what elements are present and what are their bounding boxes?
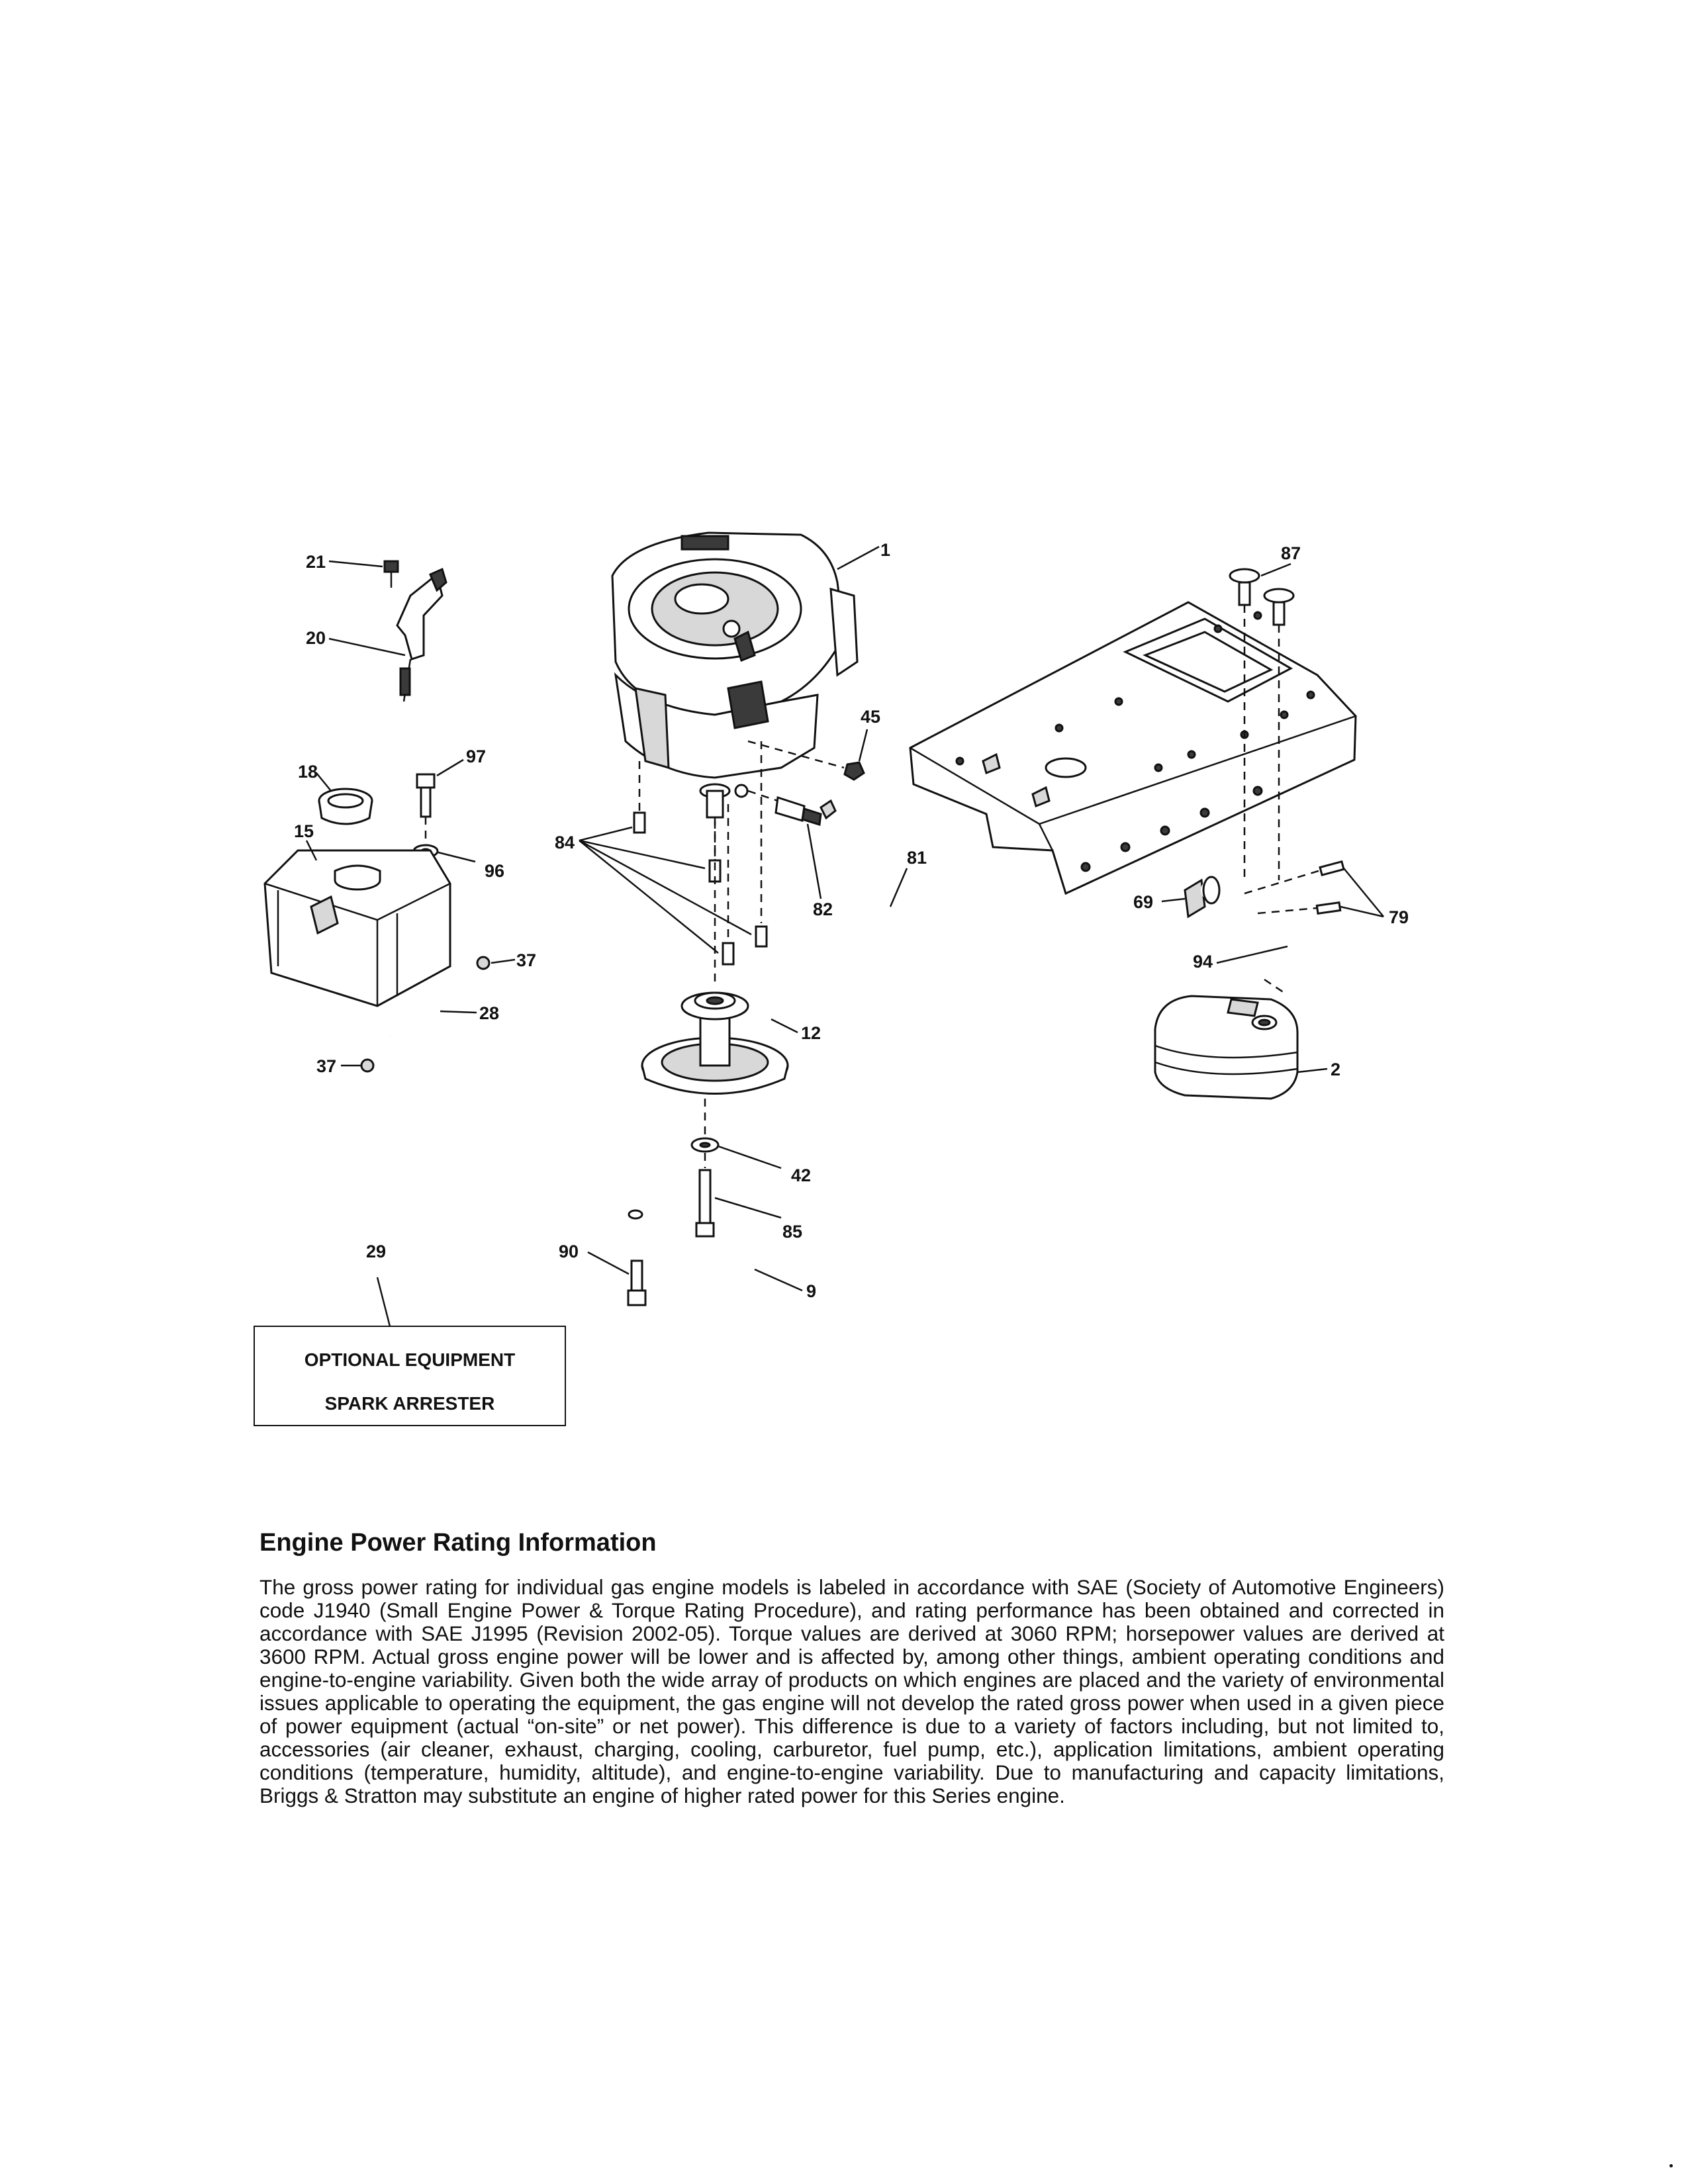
exhaust-screws-part	[1244, 860, 1345, 915]
callout-97: 97	[466, 747, 486, 766]
callout-85: 85	[782, 1222, 802, 1242]
callout-94: 94	[1193, 952, 1213, 972]
callout-37-bottom: 37	[316, 1056, 336, 1076]
engine-part	[611, 531, 859, 819]
callout-69: 69	[1133, 892, 1153, 912]
oil-drain-hose-part	[823, 826, 895, 931]
scan-speck	[1669, 2164, 1673, 2167]
nut-part	[747, 740, 865, 781]
callout-29: 29	[366, 1242, 386, 1261]
washer-part	[690, 1099, 720, 1153]
muffler-part	[1154, 978, 1299, 1100]
callout-21: 21	[306, 552, 326, 572]
callout-12: 12	[801, 1023, 821, 1043]
gas-cap-part	[318, 788, 373, 825]
callout-87: 87	[1281, 543, 1301, 563]
callout-42: 42	[791, 1165, 811, 1185]
exhaust-pipe-part	[1201, 876, 1318, 990]
engine-parts-diagram: 21 20 18 97 96 15 37 28 37 1 45 84 81 82…	[263, 531, 1409, 1330]
oil-drain-fitting-part	[747, 790, 837, 826]
bracket-part	[628, 1209, 757, 1283]
callout-2: 2	[1331, 1060, 1340, 1079]
engine-power-rating-section: Engine Power Rating Information The gros…	[259, 1529, 1444, 1807]
callout-9: 9	[806, 1281, 816, 1301]
callout-96: 96	[485, 861, 504, 881]
chassis-frame-part	[909, 601, 1357, 895]
optional-equipment-box: OPTIONAL EQUIPMENT SPARK ARRESTER	[254, 1326, 566, 1426]
frame-knobs-part	[1229, 568, 1295, 880]
callout-90: 90	[559, 1242, 579, 1261]
optional-equipment-label: OPTIONAL EQUIPMENT	[304, 1349, 516, 1370]
spark-arrester-label: SPARK ARRESTER	[324, 1393, 495, 1414]
callout-15: 15	[294, 821, 314, 841]
section-heading: Engine Power Rating Information	[259, 1529, 657, 1557]
exhaust-gasket-part	[1184, 878, 1206, 919]
callout-45: 45	[861, 707, 880, 727]
callout-20: 20	[306, 628, 326, 648]
section-body: The gross power rating for individual ga…	[259, 1575, 1444, 1807]
fuel-line-part	[360, 956, 491, 1073]
callout-79: 79	[1389, 907, 1409, 927]
callout-leader-lines	[305, 545, 1384, 1330]
engine-pulley-part	[641, 821, 789, 1095]
callout-84: 84	[555, 833, 575, 852]
fuel-tank-part	[263, 849, 451, 1007]
screw-90-part	[627, 1259, 647, 1306]
callout-18: 18	[298, 762, 318, 782]
callout-1: 1	[880, 540, 890, 560]
callout-28: 28	[479, 1003, 499, 1023]
callout-37-top: 37	[516, 950, 536, 970]
callout-81: 81	[907, 848, 927, 868]
throttle-control-part	[383, 560, 447, 702]
pulley-bolt-part	[695, 1153, 715, 1238]
callout-labels: 21 20 18 97 96 15 37 28 37 1 45 84 81 82…	[294, 540, 1409, 1301]
callout-82: 82	[813, 899, 833, 919]
screw-97-part	[412, 773, 439, 858]
